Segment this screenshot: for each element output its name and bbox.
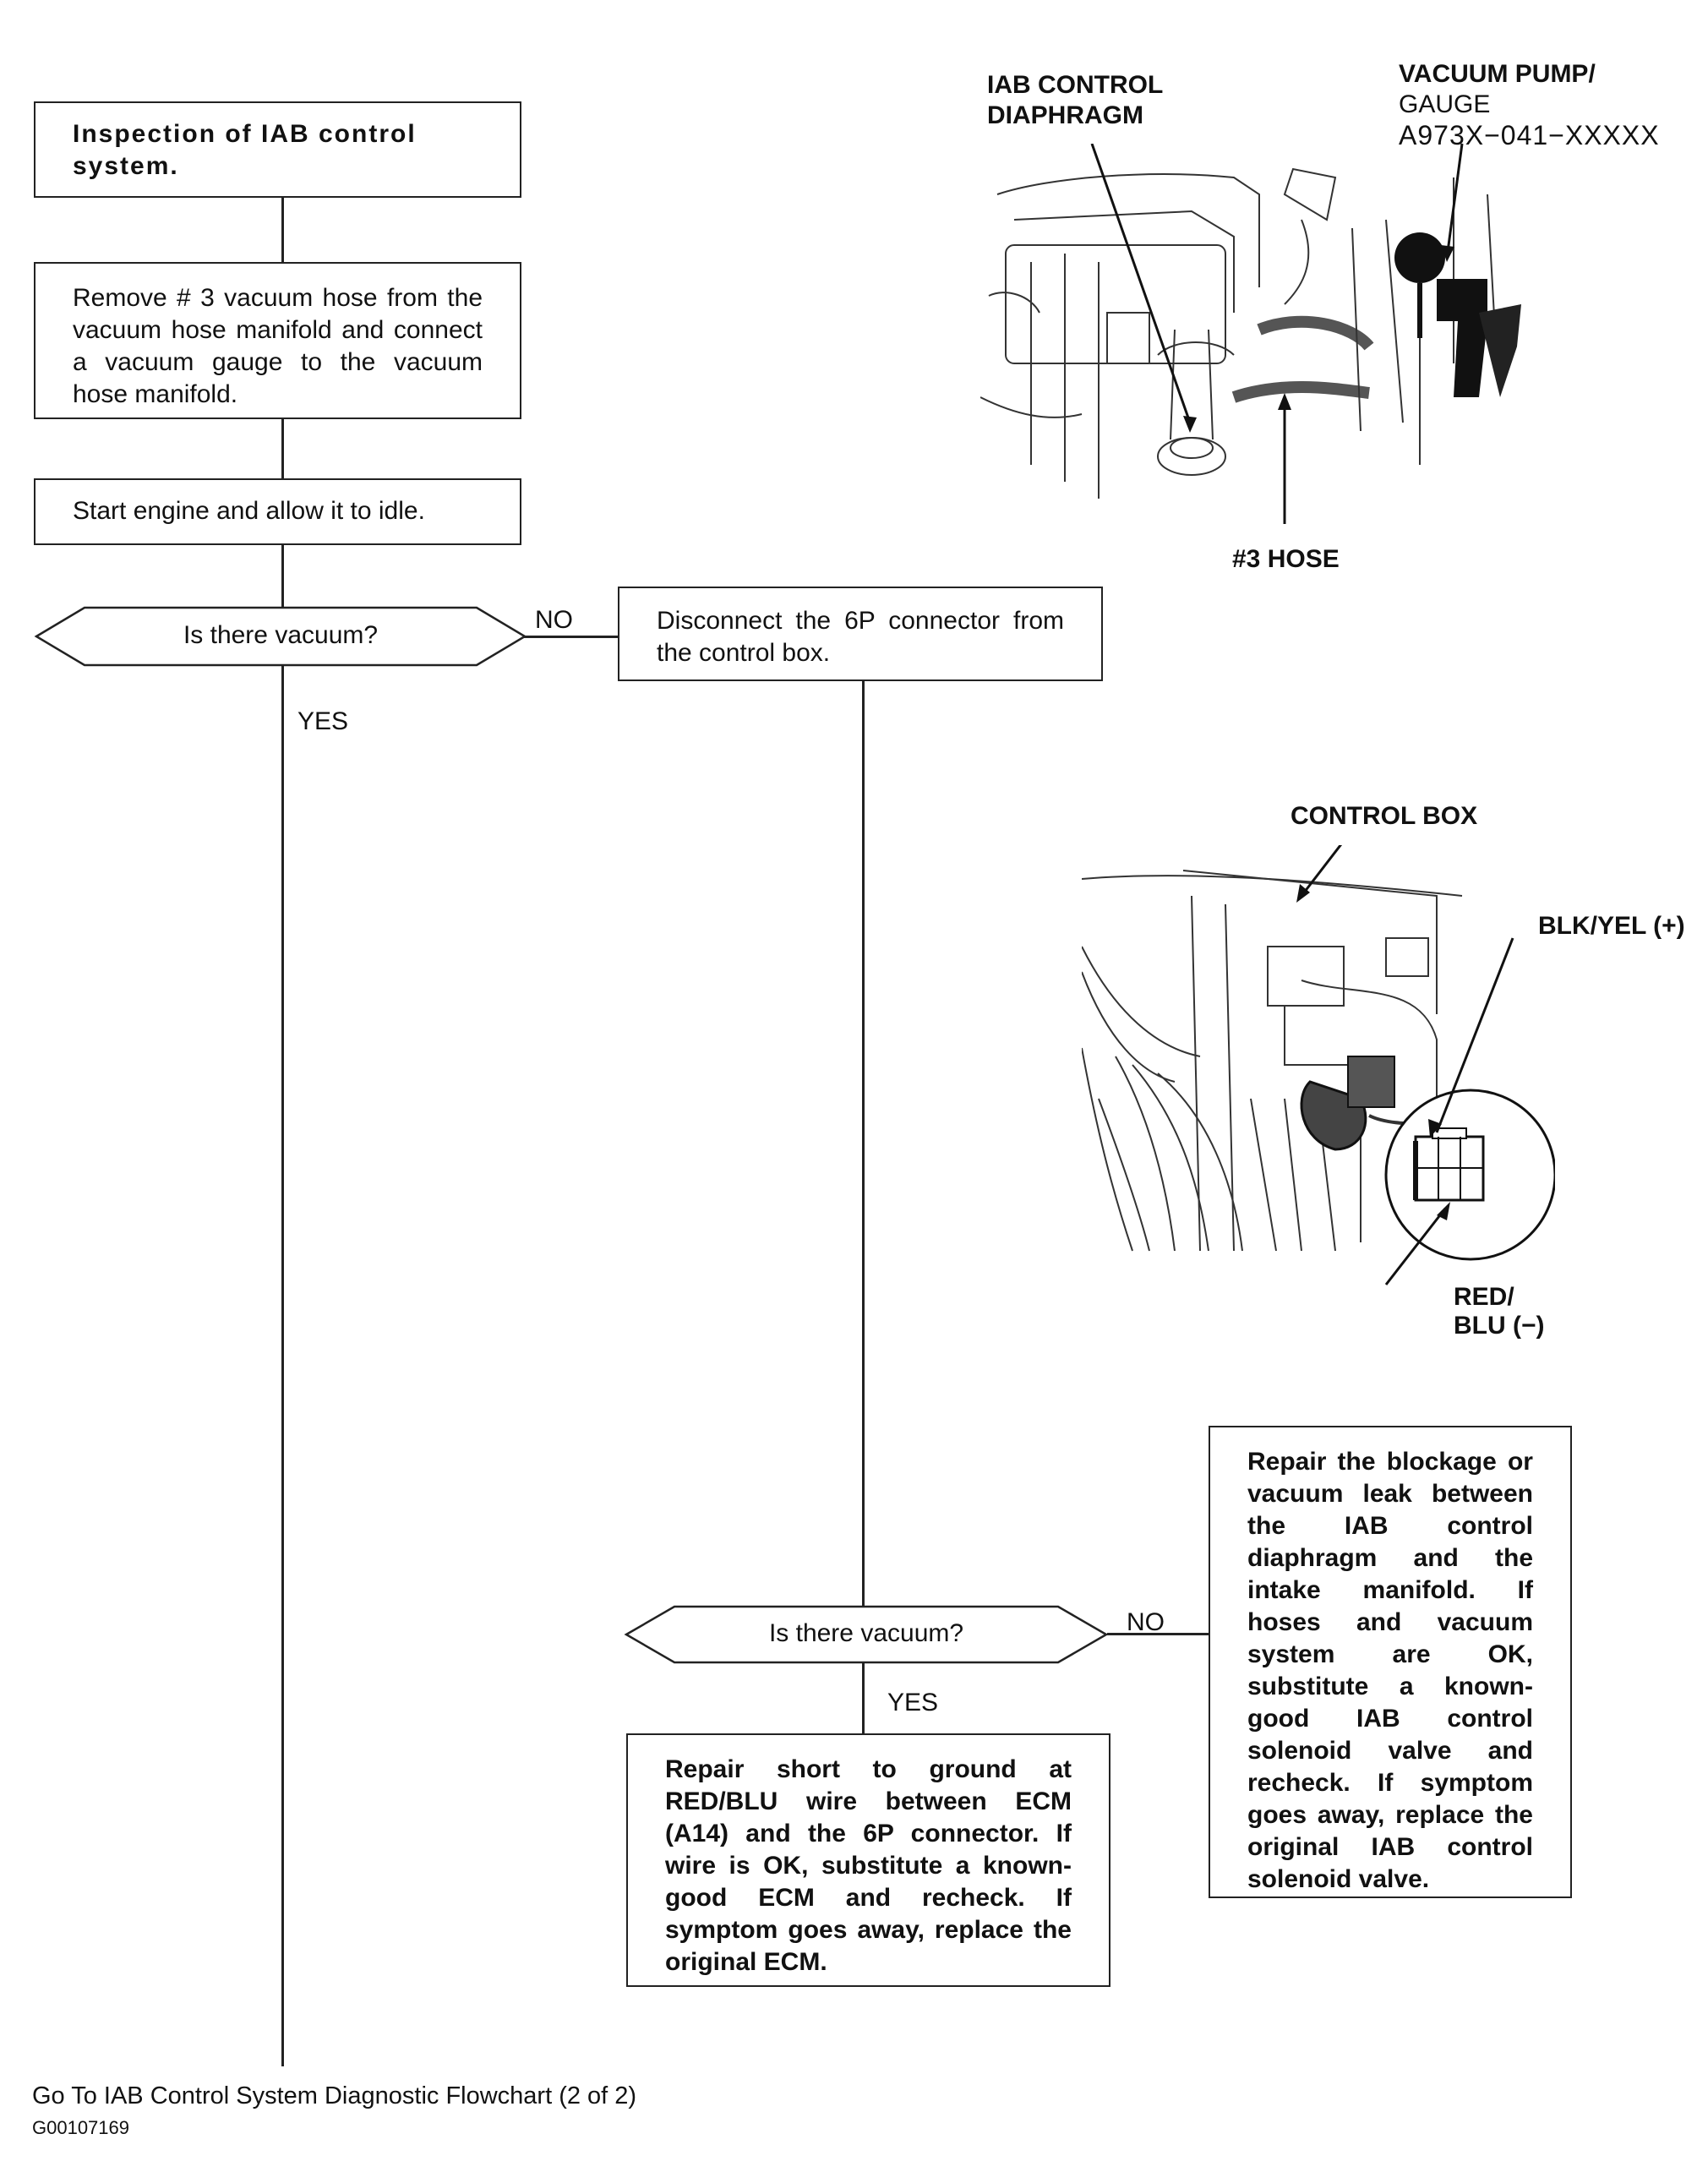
step-inspection-box: Inspection of IAB control system. bbox=[34, 101, 521, 198]
label-red-blu-1: RED/ bbox=[1454, 1283, 1514, 1311]
step-start-engine-box: Start engine and allow it to idle. bbox=[34, 478, 521, 545]
label-vacuum-pump-1: VACUUM PUMP/ bbox=[1399, 60, 1596, 88]
step-disconnect-box: Disconnect the 6P connector from the con… bbox=[618, 587, 1103, 681]
label-control-box: CONTROL BOX bbox=[1291, 802, 1478, 830]
connector-line bbox=[862, 1662, 865, 1733]
decision-diamond-1 bbox=[34, 606, 527, 667]
connector-line bbox=[862, 681, 865, 1606]
decision-1-yes-label: YES bbox=[297, 707, 349, 735]
label-iab-control-1: IAB CONTROL bbox=[987, 71, 1164, 99]
label-blk-yel: BLK/YEL (+) bbox=[1538, 912, 1685, 940]
label-vacuum-pump-3: A973X−041−XXXXX bbox=[1399, 120, 1660, 150]
label-hose: #3 HOSE bbox=[1232, 545, 1340, 573]
control-box-illustration bbox=[1082, 845, 1555, 1285]
result-repair-blockage-box: Repair the blockage or vacuum leak betwe… bbox=[1209, 1426, 1572, 1898]
decision-diamond-2 bbox=[624, 1605, 1109, 1664]
decision-1-label: Is there vacuum? bbox=[183, 621, 379, 649]
step-remove-hose-text: Remove # 3 vacuum hose from the vacuum h… bbox=[73, 284, 483, 408]
footer-next-flowchart-link[interactable]: Go To IAB Control System Diagnostic Flow… bbox=[32, 2082, 637, 2109]
connector-line bbox=[524, 636, 618, 638]
result-repair-blockage-text: Repair the blockage or vacuum leak betwe… bbox=[1247, 1448, 1533, 1893]
decision-1-no-label: NO bbox=[535, 606, 573, 634]
result-repair-short-text: Repair short to ground at RED/BLU wire b… bbox=[665, 1755, 1072, 1976]
iab-diaphragm-illustration bbox=[980, 144, 1521, 524]
decision-2-no-label: NO bbox=[1127, 1608, 1165, 1636]
connector-line bbox=[281, 419, 284, 478]
step-start-engine-text: Start engine and allow it to idle. bbox=[73, 497, 425, 525]
result-repair-short-box: Repair short to ground at RED/BLU wire b… bbox=[626, 1733, 1110, 1987]
decision-2-label: Is there vacuum? bbox=[768, 1619, 964, 1647]
label-iab-control-2: DIAPHRAGM bbox=[987, 101, 1143, 129]
step-remove-hose-box: Remove # 3 vacuum hose from the vacuum h… bbox=[34, 262, 521, 419]
connector-line bbox=[281, 198, 284, 262]
step-disconnect-text: Disconnect the 6P connector from the con… bbox=[657, 607, 1064, 667]
connector-line bbox=[1107, 1633, 1209, 1635]
decision-2-yes-label: YES bbox=[887, 1689, 939, 1716]
connector-line bbox=[281, 666, 284, 2066]
connector-line bbox=[281, 545, 284, 608]
step-inspection-text: Inspection of IAB control system. bbox=[73, 120, 417, 180]
label-vacuum-pump-2: GAUGE bbox=[1399, 90, 1491, 118]
label-red-blu-2: BLU (−) bbox=[1454, 1312, 1545, 1340]
footer-figure-code: G00107169 bbox=[32, 2117, 129, 2138]
